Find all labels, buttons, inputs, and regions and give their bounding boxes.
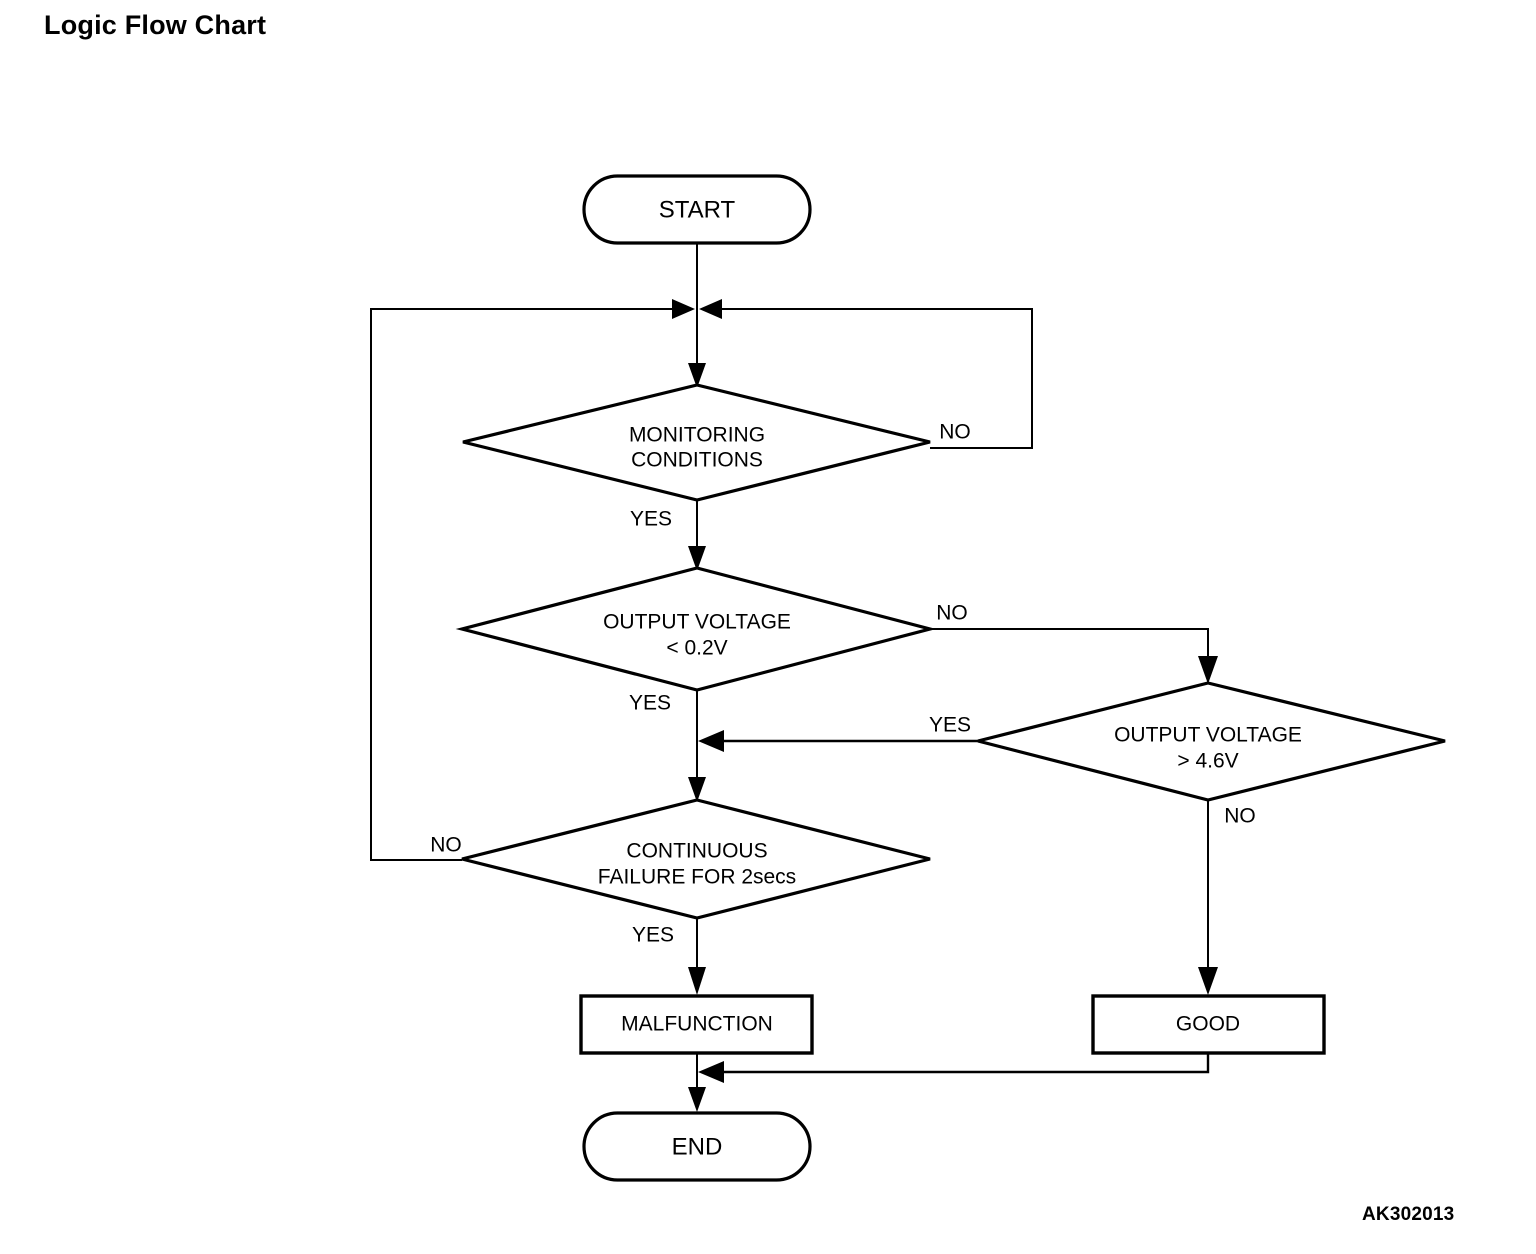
node-malfunction[interactable]: MALFUNCTION xyxy=(579,994,814,1055)
output-voltage-low-shape xyxy=(455,566,937,692)
edge-good-to-end xyxy=(715,1053,1210,1074)
edge-continuous-no-loop xyxy=(370,308,679,861)
output-voltage-low-label-line1: OUTPUT VOLTAGE xyxy=(603,611,791,634)
monitoring-conditions-label-line2: CONDITIONS xyxy=(631,449,763,472)
arrowhead-good-merge xyxy=(698,1061,724,1083)
edge-label-voltage-low-yes: YES xyxy=(629,692,671,715)
arrowhead-into-continuous xyxy=(688,777,706,802)
edge-label-monitoring-yes: YES xyxy=(630,508,672,531)
arrowhead-loop-left-into-junction xyxy=(672,299,695,319)
edge-label-monitoring-no: NO xyxy=(939,421,971,444)
page-title: Logic Flow Chart xyxy=(44,10,267,40)
node-continuous-failure[interactable]: CONTINUOUS FAILURE FOR 2secs xyxy=(461,798,931,920)
arrowhead-into-voltage-low xyxy=(688,546,706,571)
edge-monitoring-no-loop xyxy=(715,308,1033,449)
edge-voltage-low-no xyxy=(930,628,1209,674)
node-end[interactable]: END xyxy=(582,1111,812,1182)
figure-code: AK302013 xyxy=(1362,1204,1455,1225)
arrowhead-voltage-high-yes-merge xyxy=(698,730,724,752)
output-voltage-low-label-line2: < 0.2V xyxy=(666,637,727,660)
end-label: END xyxy=(672,1133,723,1160)
edge-label-continuous-no: NO xyxy=(430,834,462,857)
continuous-failure-label-line1: CONTINUOUS xyxy=(626,840,767,863)
good-label: GOOD xyxy=(1176,1013,1240,1036)
end-shape xyxy=(582,1111,812,1182)
output-voltage-high-label-line2: > 4.6V xyxy=(1177,750,1238,773)
monitoring-conditions-shape xyxy=(462,383,931,502)
continuous-failure-label-line2: FAILURE FOR 2secs xyxy=(598,866,796,889)
edge-label-voltage-high-yes: YES xyxy=(929,714,971,737)
arrowhead-into-end xyxy=(688,1087,706,1112)
node-monitoring-conditions[interactable]: MONITORING CONDITIONS xyxy=(462,383,931,502)
edge-label-continuous-yes: YES xyxy=(632,924,674,947)
edge-label-voltage-high-no: NO xyxy=(1224,805,1256,828)
good-shape xyxy=(1091,994,1326,1055)
output-voltage-high-label-line1: OUTPUT VOLTAGE xyxy=(1114,724,1302,747)
node-output-voltage-low[interactable]: OUTPUT VOLTAGE < 0.2V xyxy=(455,566,937,692)
arrowhead-loop-right-into-junction xyxy=(699,299,722,319)
node-output-voltage-high[interactable]: OUTPUT VOLTAGE > 4.6V xyxy=(977,681,1446,802)
malfunction-shape xyxy=(579,994,814,1055)
start-shape xyxy=(582,174,812,245)
arrowhead-into-good xyxy=(1198,967,1218,995)
edge-label-voltage-low-no: NO xyxy=(936,602,968,625)
node-good[interactable]: GOOD xyxy=(1091,994,1326,1055)
arrowhead-into-monitoring xyxy=(688,363,706,388)
continuous-failure-shape xyxy=(461,798,931,920)
monitoring-conditions-label-line1: MONITORING xyxy=(629,424,765,447)
malfunction-label: MALFUNCTION xyxy=(621,1013,773,1036)
arrowhead-into-malfunction xyxy=(688,967,706,995)
node-start[interactable]: START xyxy=(582,174,812,245)
start-label: START xyxy=(659,196,736,223)
output-voltage-high-shape xyxy=(977,681,1446,802)
arrowhead-into-voltage-high xyxy=(1198,656,1218,684)
